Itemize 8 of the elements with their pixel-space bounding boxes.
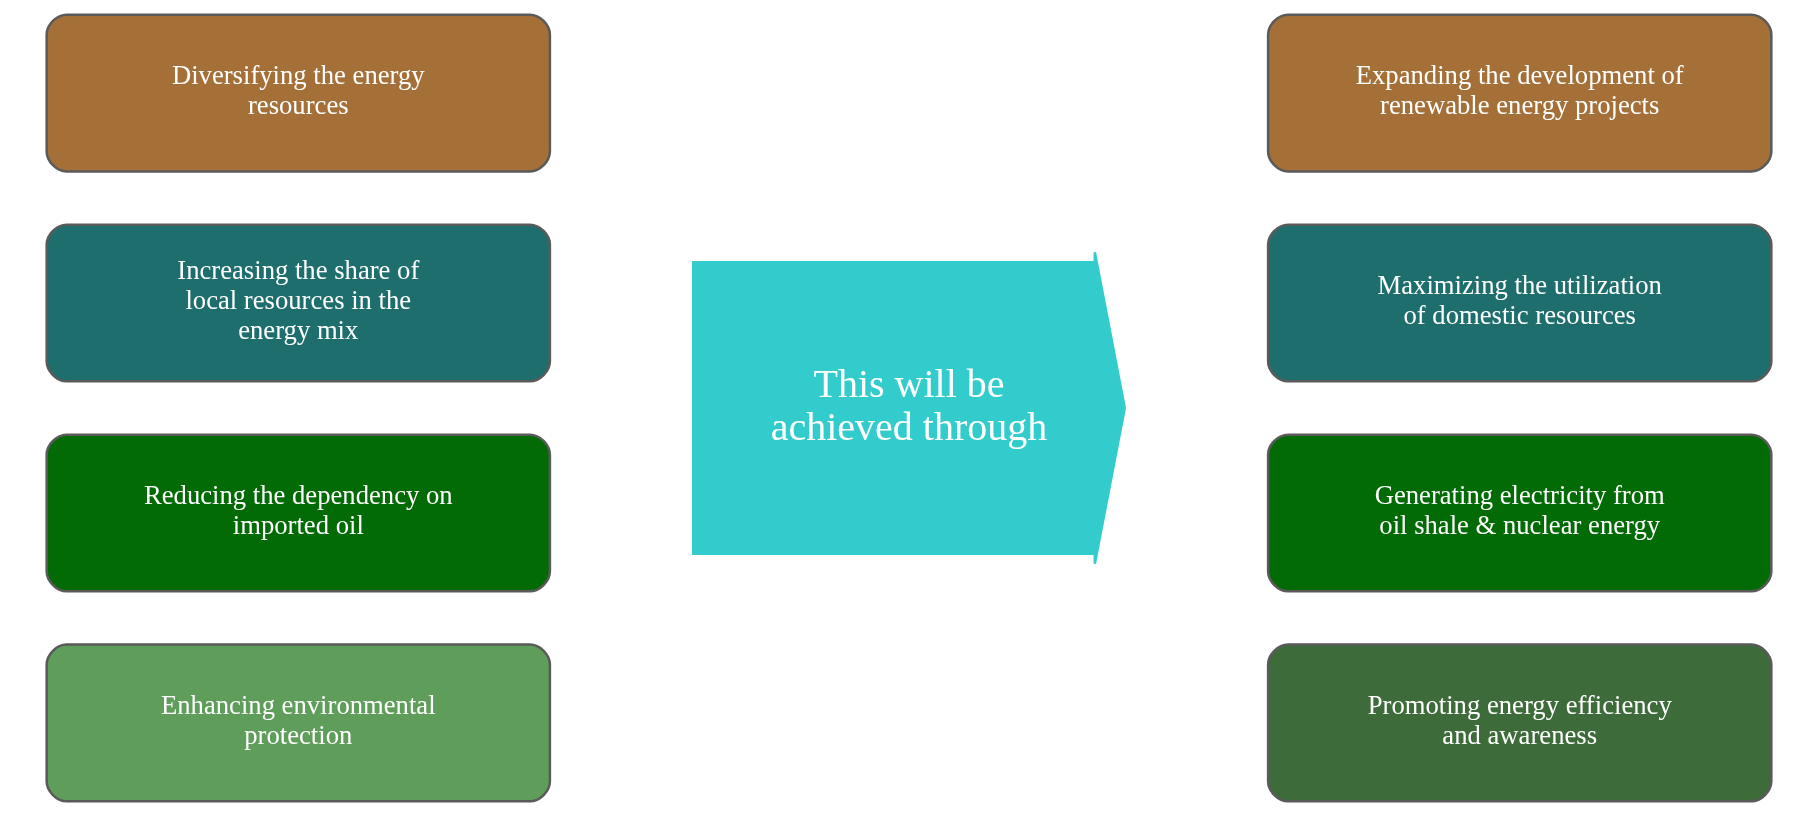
- node-box: Promoting energy efficiency and awareness: [1266, 643, 1773, 803]
- node-box: Expanding the development of renewable energy projects: [1266, 13, 1773, 173]
- node-box: Reducing the dependency on imported oil: [45, 433, 552, 593]
- node-box: Generating electricity from oil shale & nuclear energy: [1266, 433, 1773, 593]
- node-box: Maximizing the utilization of domestic resources: [1266, 223, 1773, 383]
- node-box: Enhancing environmental protection: [45, 643, 552, 803]
- node-box: Diversifying the energy resources: [45, 13, 552, 173]
- node-box: Increasing the share of local resources in the energy mix: [45, 223, 552, 383]
